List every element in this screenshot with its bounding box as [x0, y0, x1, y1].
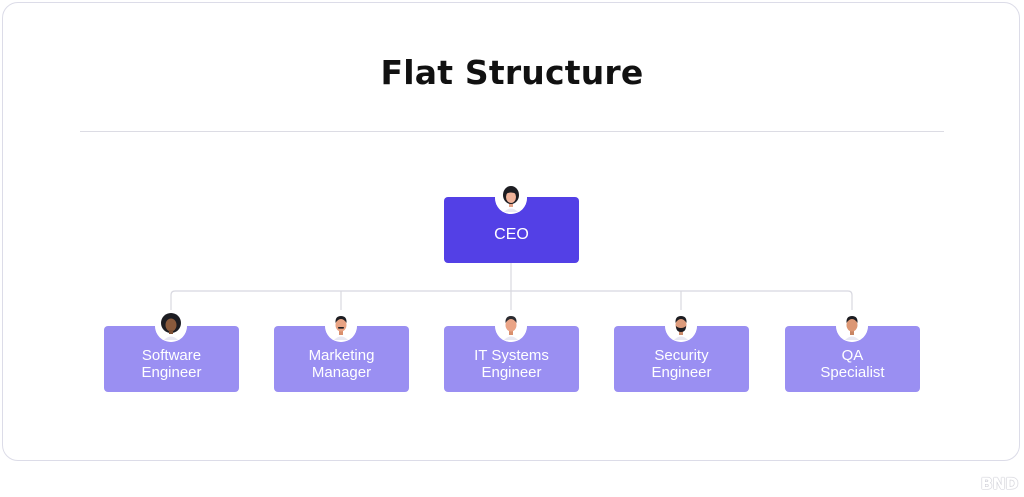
role-label-line1: Security [654, 347, 709, 364]
ceo-avatar-icon [495, 182, 527, 214]
role-label-line1: Software [141, 347, 202, 364]
security-engineer-avatar-icon [665, 310, 697, 342]
diagram-title: Flat Structure [380, 53, 644, 92]
it-systems-engineer-avatar-icon [495, 310, 527, 342]
marketing-manager-avatar-icon [325, 310, 357, 342]
role-label-line1: QA [841, 347, 864, 364]
role-label-line2: Specialist [820, 364, 885, 381]
role-label-line2: Engineer [651, 364, 712, 381]
software-engineer-avatar-icon [155, 310, 187, 342]
role-label-line2: Manager [311, 364, 372, 381]
role-label-line2: Engineer [481, 364, 542, 381]
title-divider [80, 131, 944, 132]
role-label-line1: IT Systems [474, 347, 549, 364]
qa-specialist-avatar-icon [836, 310, 868, 342]
role-label-line1: Marketing [308, 347, 375, 364]
brand-logo: BND [980, 474, 1019, 493]
role-label-line2: Engineer [141, 364, 202, 381]
ceo-label: CEO [494, 225, 529, 243]
role-node-software-engineer: Software Engineer [104, 326, 239, 392]
